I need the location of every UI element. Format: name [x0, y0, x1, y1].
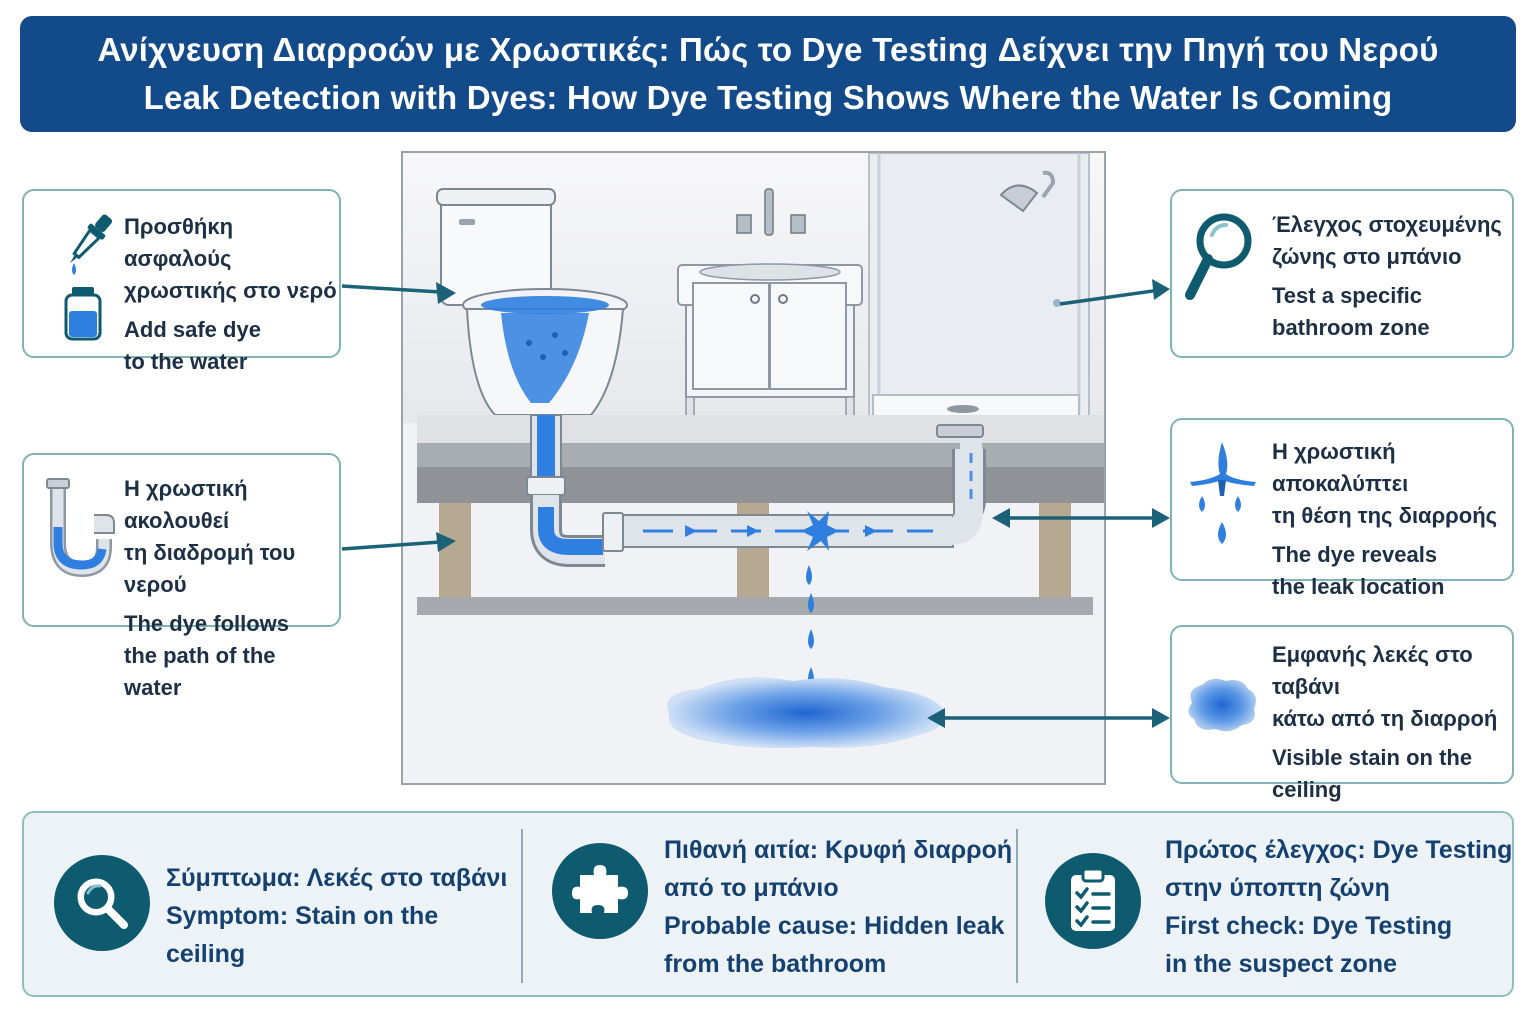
callout-test-zone: Έλεγχος στοχευμένης ζώνης στο μπάνιο Tes… — [1170, 189, 1514, 358]
checklist-icon — [1071, 867, 1115, 931]
callout-add-dye-english: Add safe dye to the water — [124, 317, 261, 374]
summary-cause-greek: Πιθανή αιτία: Κρυφή διαρροή από το μπάνι… — [664, 836, 1013, 902]
summary-bar: Σύμπτωμα: Λεκές στο ταβάνι Symptom: Stai… — [22, 811, 1514, 997]
summary-divider — [521, 829, 523, 983]
toilet — [436, 188, 628, 416]
bathroom-cross-section — [401, 151, 1106, 785]
summary-cause: Πιθανή αιτία: Κρυφή διαρροή από το μπάνι… — [524, 813, 1016, 995]
callout-follows-greek: Η χρωστική ακολουθεί τη διαδρομή του νερ… — [124, 476, 296, 597]
ceiling-stain — [667, 677, 945, 749]
callout-add-dye: Προσθήκη ασφαλούς χρωστικής στο νερό Add… — [22, 189, 341, 374]
callout-test-zone-english: Test a specific bathroom zone — [1272, 283, 1430, 340]
summary-symptom-icon-wrap — [54, 855, 150, 951]
summary-check-icon-wrap — [1045, 853, 1141, 949]
summary-divider — [1016, 829, 1018, 983]
callout-stain-greek: Εμφανής λεκές στο ταβάνι κάτω από τη δια… — [1272, 642, 1498, 731]
summary-check-greek: Πρώτος έλεγχος: Dye Testing στην ύποπτη … — [1165, 836, 1513, 902]
callout-add-dye-greek: Προσθήκη ασφαλούς χρωστικής στο νερό — [124, 214, 337, 303]
puzzle-icon — [572, 865, 628, 913]
summary-check-english: First check: Dye Testing in the suspect … — [1165, 912, 1453, 978]
search-icon — [77, 878, 128, 929]
summary-symptom-english: Symptom: Stain on the ceiling — [166, 902, 439, 968]
drain-pipe — [526, 414, 986, 567]
bathroom-illustration — [403, 153, 1104, 749]
callout-reveals-greek: Η χρωστική αποκαλύπτει τη θέση της διαρρ… — [1272, 439, 1498, 528]
title-english: Leak Detection with Dyes: How Dye Testin… — [143, 79, 1393, 116]
callout-test-zone-greek: Έλεγχος στοχευμένης ζώνης στο μπάνιο — [1272, 212, 1502, 269]
callout-dye-follows: Η χρωστική ακολουθεί τη διαδρομή του νερ… — [22, 453, 341, 700]
leak-drip-icon — [1190, 442, 1256, 544]
title-greek: Ανίχνευση Διαρροών με Χρωστικές: Πώς το … — [97, 31, 1439, 68]
summary-cause-icon-wrap — [552, 843, 648, 939]
callout-follows-english: The dye follows the path of the water — [124, 611, 290, 700]
summary-symptom: Σύμπτωμα: Λεκές στο ταβάνι Symptom: Stai… — [24, 813, 521, 995]
callout-reveals: Η χρωστική αποκαλύπτει τη θέση της διαρρ… — [1170, 418, 1514, 599]
title-banner: Ανίχνευση Διαρροών με Χρωστικές: Πώς το … — [20, 16, 1516, 132]
sink-vanity — [677, 188, 863, 424]
summary-check: Πρώτος έλεγχος: Dye Testing στην ύποπτη … — [1019, 813, 1514, 995]
pipe-trap-icon — [46, 478, 115, 577]
summary-symptom-greek: Σύμπτωμα: Λεκές στο ταβάνι — [166, 864, 508, 892]
summary-cause-english: Probable cause: Hidden leak from the bat… — [664, 912, 1005, 978]
dropper-bottle-icon — [64, 214, 112, 341]
stain-blob-icon — [1188, 678, 1256, 732]
magnifier-icon — [1185, 213, 1252, 300]
callout-reveals-english: The dye reveals the leak location — [1272, 542, 1445, 599]
